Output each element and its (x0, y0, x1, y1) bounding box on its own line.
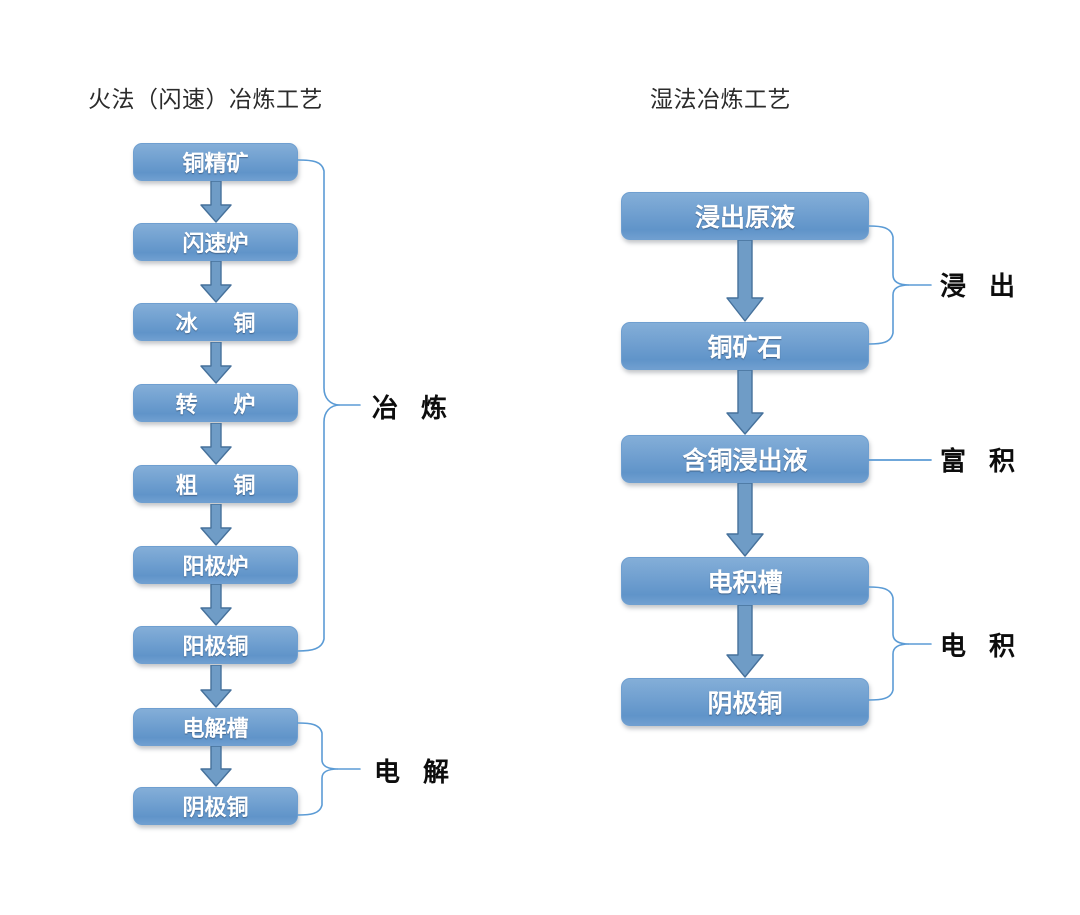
brace-leaching (868, 222, 932, 348)
arrow-down-r3-r4 (725, 483, 765, 558)
arrow-down-l5-l6 (199, 504, 233, 547)
node-cathode-copper-pyro[interactable]: 阴极铜 (133, 787, 298, 825)
node-copper-bearing-leachate[interactable]: 含铜浸出液 (621, 435, 869, 483)
node-copper-concentrate[interactable]: 铜精矿 (133, 143, 298, 181)
node-electrowinning-cell[interactable]: 电积槽 (621, 557, 869, 605)
group-label-electrowinning: 电 积 (940, 632, 1023, 662)
node-anode-copper[interactable]: 阳极铜 (133, 626, 298, 664)
brace-electrolysis (297, 719, 361, 819)
arrow-down-r4-r5 (725, 605, 765, 679)
group-label-smelting: 冶 炼 (372, 394, 455, 424)
arrow-down-l4-l5 (199, 423, 233, 466)
node-copper-ore[interactable]: 铜矿石 (621, 322, 869, 370)
node-flash-furnace[interactable]: 闪速炉 (133, 223, 298, 261)
arrow-down-l2-l3 (199, 261, 233, 304)
leader-enrichment (868, 458, 932, 462)
node-electrolysis-cell[interactable]: 电解槽 (133, 708, 298, 746)
node-cathode-copper-hydro[interactable]: 阴极铜 (621, 678, 869, 726)
column-title-pyrometallurgy: 火法（闪速）冶炼工艺 (88, 87, 323, 113)
group-label-electrolysis: 电 解 (374, 758, 457, 788)
node-matte[interactable]: 冰 铜 (133, 303, 298, 341)
arrow-down-r2-r3 (725, 370, 765, 436)
brace-smelting (297, 155, 361, 657)
group-label-leaching: 浸 出 (940, 272, 1023, 302)
node-leach-raw-solution[interactable]: 浸出原液 (621, 192, 869, 240)
arrow-down-l7-l8 (199, 665, 233, 709)
arrow-down-l1-l2 (199, 181, 233, 224)
arrow-down-l6-l7 (199, 584, 233, 627)
node-converter[interactable]: 转 炉 (133, 384, 298, 422)
arrow-down-l8-l9 (199, 746, 233, 788)
node-blister-copper[interactable]: 粗 铜 (133, 465, 298, 503)
arrow-down-l3-l4 (199, 342, 233, 385)
node-anode-furnace[interactable]: 阳极炉 (133, 546, 298, 584)
brace-electrowinning (868, 583, 932, 704)
group-label-enrichment: 富 积 (940, 447, 1023, 477)
column-title-hydrometallurgy: 湿法冶炼工艺 (650, 87, 791, 113)
arrow-down-r1-r2 (725, 240, 765, 323)
